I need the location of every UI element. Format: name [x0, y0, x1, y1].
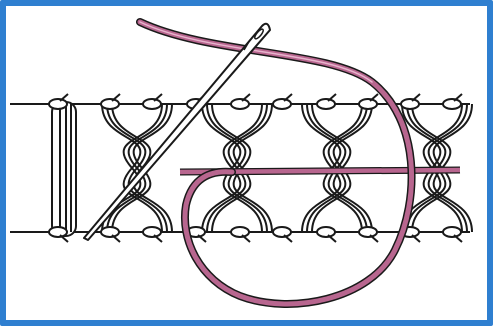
- bottom-knot: [443, 227, 462, 242]
- top-knot: [231, 94, 250, 109]
- straight-thread-bundle: [52, 102, 76, 236]
- bottom-knot: [273, 227, 292, 242]
- thread-icon: [140, 22, 412, 304]
- bottom-knot: [49, 227, 68, 242]
- needle-icon: [84, 24, 270, 240]
- top-knot: [49, 94, 68, 109]
- bottom-knot: [231, 227, 250, 242]
- top-knot: [359, 94, 378, 109]
- top-knot: [273, 94, 292, 109]
- bottom-knot: [143, 227, 162, 242]
- bottom-knot: [317, 227, 336, 242]
- bottom-knot: [359, 227, 378, 242]
- bottom-knot: [101, 227, 120, 242]
- top-knot: [401, 94, 420, 109]
- top-knot: [143, 94, 162, 109]
- top-knot: [101, 94, 120, 109]
- top-knot: [317, 94, 336, 109]
- top-knot: [443, 94, 462, 109]
